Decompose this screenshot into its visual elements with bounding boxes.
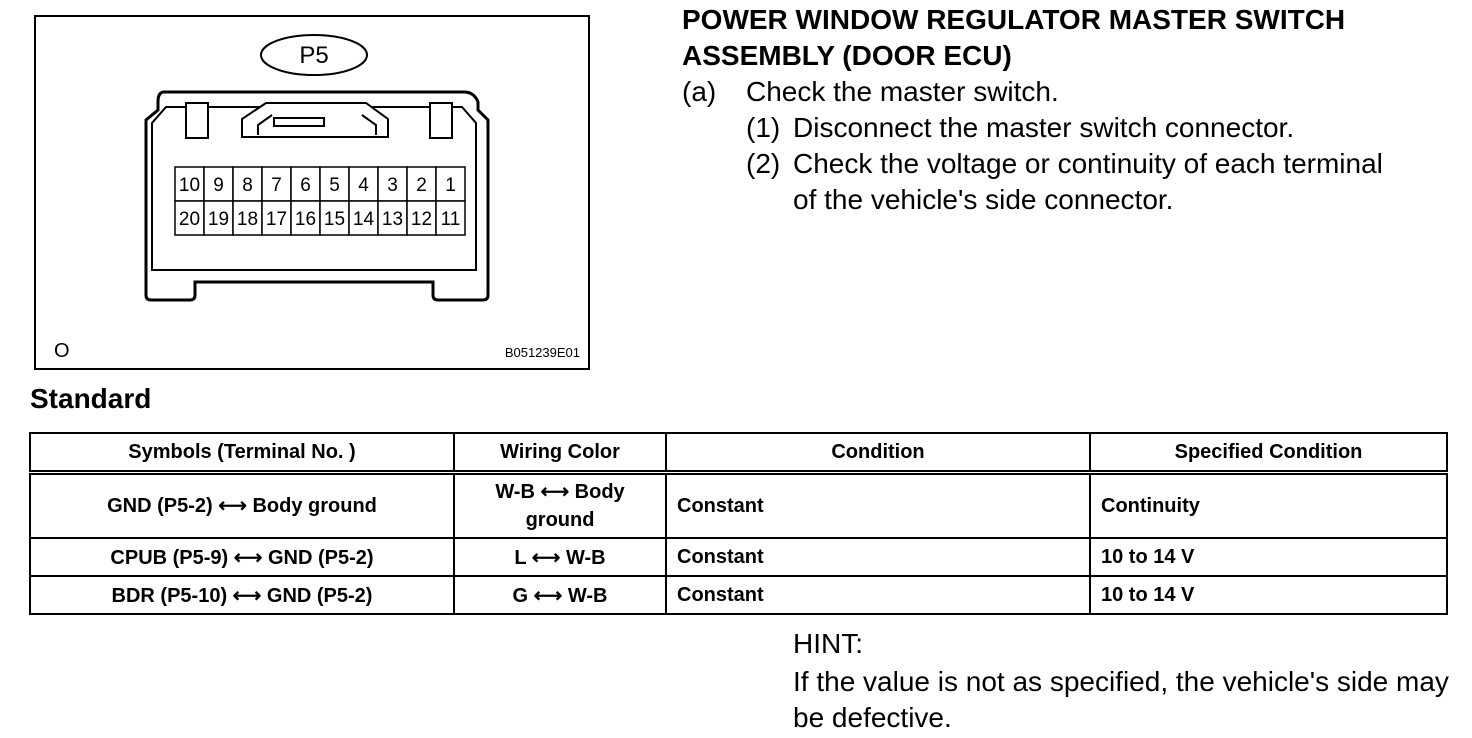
col-header-wiring-color: Wiring Color	[453, 432, 667, 475]
left-latch	[185, 102, 209, 139]
table-row: CPUB (P5-9) ⟷ GND (P5-2) L ⟷ W-B Constan…	[29, 537, 1448, 577]
pin-cell	[174, 200, 205, 236]
step-1-number: (1)	[746, 112, 781, 143]
step-a-number: (a)	[682, 76, 717, 107]
cell-specified-condition: 10 to 14 V	[1089, 537, 1448, 577]
pin-cell	[348, 200, 379, 236]
pin-number: 14	[353, 209, 375, 230]
cell-condition: Constant	[665, 471, 1091, 539]
standard-heading: Standard	[30, 383, 152, 414]
step-2: (2) Check the voltage or continuity of e…	[746, 146, 1466, 218]
cell-condition: Constant	[665, 537, 1091, 577]
pin-number: 16	[295, 209, 316, 230]
pin-number: 9	[213, 175, 224, 196]
step-a: (a) Check the master switch.	[682, 74, 1462, 110]
table-row: BDR (P5-10) ⟷ GND (P5-2) G ⟷ W-B Constan…	[29, 575, 1448, 615]
pin-number: 17	[266, 209, 287, 230]
table-row: GND (P5-2) ⟷ Body ground W-B ⟷ Body grou…	[29, 471, 1448, 539]
step-1-text: Disconnect the master switch connector.	[793, 112, 1295, 143]
pin-number: 6	[300, 175, 311, 196]
cell-specified-condition: Continuity	[1089, 471, 1448, 539]
pin-number: 4	[358, 175, 369, 196]
pin-number: 8	[242, 175, 253, 196]
cell-specified-condition: 10 to 14 V	[1089, 575, 1448, 615]
pin-number: 12	[411, 209, 432, 230]
col-header-symbols: Symbols (Terminal No. )	[29, 432, 455, 475]
pin-number: 2	[416, 175, 427, 196]
pin-number: 1	[445, 175, 456, 196]
figure-code: B051239E01	[505, 345, 580, 360]
pin-cell	[435, 166, 466, 202]
pin-cell	[319, 166, 350, 202]
pin-cell	[435, 200, 466, 236]
cell-symbols: GND (P5-2) ⟷ Body ground	[29, 471, 455, 539]
col-header-specified-condition: Specified Condition	[1089, 432, 1448, 475]
step-2-text-line-2: of the vehicle's side connector.	[793, 184, 1174, 215]
hint-text: If the value is not as specified, the ve…	[793, 666, 1449, 733]
pin-number: 15	[324, 209, 345, 230]
pin-number: 7	[271, 175, 282, 196]
corner-mark: O	[54, 340, 70, 362]
table-header-row: Symbols (Terminal No. ) Wiring Color Con…	[29, 432, 1448, 475]
step-1: (1) Disconnect the master switch connect…	[746, 110, 1466, 146]
pin-number: 3	[387, 175, 398, 196]
cell-wiring-color: W-B ⟷ Body ground	[453, 471, 667, 539]
step-a-text: Check the master switch.	[746, 76, 1059, 107]
pin-number: 13	[382, 209, 403, 230]
connector-housing	[144, 90, 490, 302]
cell-wiring-color: L ⟷ W-B	[453, 537, 667, 577]
pin-number: 20	[179, 209, 200, 230]
pin-cell	[377, 166, 408, 202]
pin-cell	[261, 200, 292, 236]
pin-number: 5	[329, 175, 340, 196]
right-latch	[429, 102, 453, 139]
connector-inner-outline	[151, 106, 477, 271]
cell-symbols: CPUB (P5-9) ⟷ GND (P5-2)	[29, 537, 455, 577]
cell-wiring-color: G ⟷ W-B	[453, 575, 667, 615]
standard-table: Symbols (Terminal No. ) Wiring Color Con…	[29, 432, 1448, 615]
hint-label: HINT:	[793, 628, 863, 659]
cell-symbols: BDR (P5-10) ⟷ GND (P5-2)	[29, 575, 455, 615]
pin-cell	[290, 166, 321, 202]
pin-number: 10	[179, 175, 200, 196]
pin-number: 19	[208, 209, 229, 230]
pin-cell	[377, 200, 408, 236]
col-header-condition: Condition	[665, 432, 1091, 475]
section-title: POWER WINDOW REGULATOR MASTER SWITCH ASS…	[682, 2, 1462, 74]
step-2-text-line-1: Check the voltage or continuity of each …	[793, 148, 1383, 179]
pin-cell	[232, 200, 263, 236]
title-line-1: POWER WINDOW REGULATOR MASTER SWITCH	[682, 4, 1346, 35]
pin-number: 11	[441, 209, 461, 230]
connector-label-oval	[260, 34, 368, 76]
pin-cell	[203, 200, 234, 236]
connector-label: P5	[299, 42, 328, 69]
pin-number: 18	[237, 209, 258, 230]
step-2-number: (2)	[746, 148, 781, 179]
title-line-2: ASSEMBLY (DOOR ECU)	[682, 40, 1012, 71]
cell-condition: Constant	[665, 575, 1091, 615]
